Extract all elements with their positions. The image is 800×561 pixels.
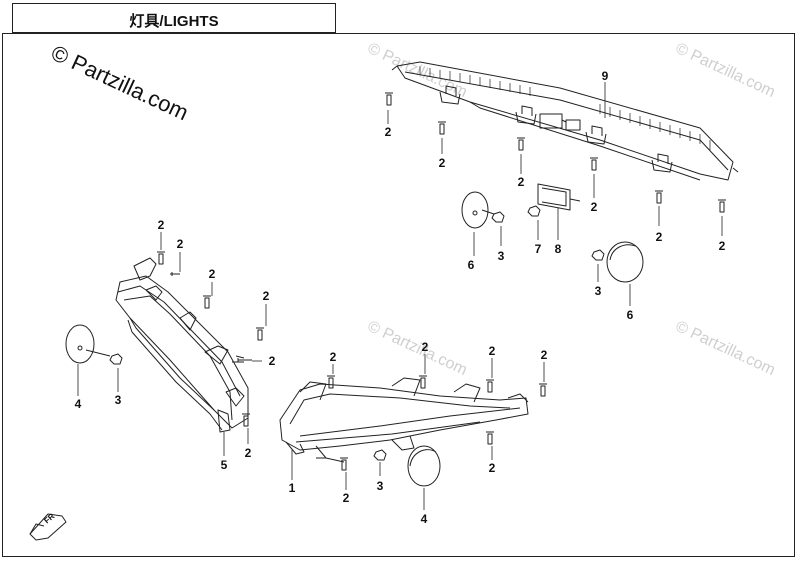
callout-2: 2 <box>384 125 392 139</box>
callout-3: 3 <box>497 249 505 263</box>
callout-3: 3 <box>594 284 602 298</box>
callout-2: 2 <box>540 348 548 362</box>
callout-2: 2 <box>590 200 598 214</box>
callout-2: 2 <box>421 340 429 354</box>
diagram-frame <box>2 33 795 557</box>
left-light-housing <box>115 257 249 433</box>
reflector-4b <box>407 445 441 487</box>
callout-9: 9 <box>601 69 609 83</box>
rear-light-bar <box>391 61 739 181</box>
rear-bar-screws <box>385 92 726 213</box>
callout-2: 2 <box>342 491 350 505</box>
front-light-assembly <box>279 377 529 463</box>
callout-2: 2 <box>208 267 216 281</box>
callout-2: 2 <box>517 175 525 189</box>
front-screws <box>327 375 547 471</box>
diagram-title: 灯具/LIGHTS <box>129 13 219 30</box>
callout-4: 4 <box>74 397 82 411</box>
left-housing-screws <box>157 251 264 427</box>
callout-2: 2 <box>329 350 337 364</box>
leader-lines <box>77 82 723 510</box>
callout-8: 8 <box>554 242 562 256</box>
callout-2: 2 <box>718 239 726 253</box>
callout-3: 3 <box>376 479 384 493</box>
callout-5: 5 <box>220 458 228 472</box>
callout-2: 2 <box>262 289 270 303</box>
title-box: 灯具/LIGHTS <box>12 3 336 33</box>
callout-2: 2 <box>438 156 446 170</box>
reflector-6a <box>461 191 505 229</box>
callout-2: 2 <box>176 237 184 251</box>
callout-4: 4 <box>420 512 428 526</box>
callout-6: 6 <box>467 258 475 272</box>
callout-2: 2 <box>244 446 252 460</box>
callout-1: 1 <box>288 481 296 495</box>
callout-7: 7 <box>534 242 542 256</box>
reflector-4a <box>65 324 123 365</box>
license-light <box>527 183 581 217</box>
callout-2: 2 <box>488 461 496 475</box>
callout-6: 6 <box>626 308 634 322</box>
callout-2: 2 <box>157 218 165 232</box>
callout-2: 2 <box>488 344 496 358</box>
front-arrow-icon <box>29 513 67 541</box>
reflector-6b <box>591 241 644 283</box>
callout-2: 2 <box>655 230 663 244</box>
callout-2: 2 <box>268 354 276 368</box>
callout-3: 3 <box>114 393 122 407</box>
